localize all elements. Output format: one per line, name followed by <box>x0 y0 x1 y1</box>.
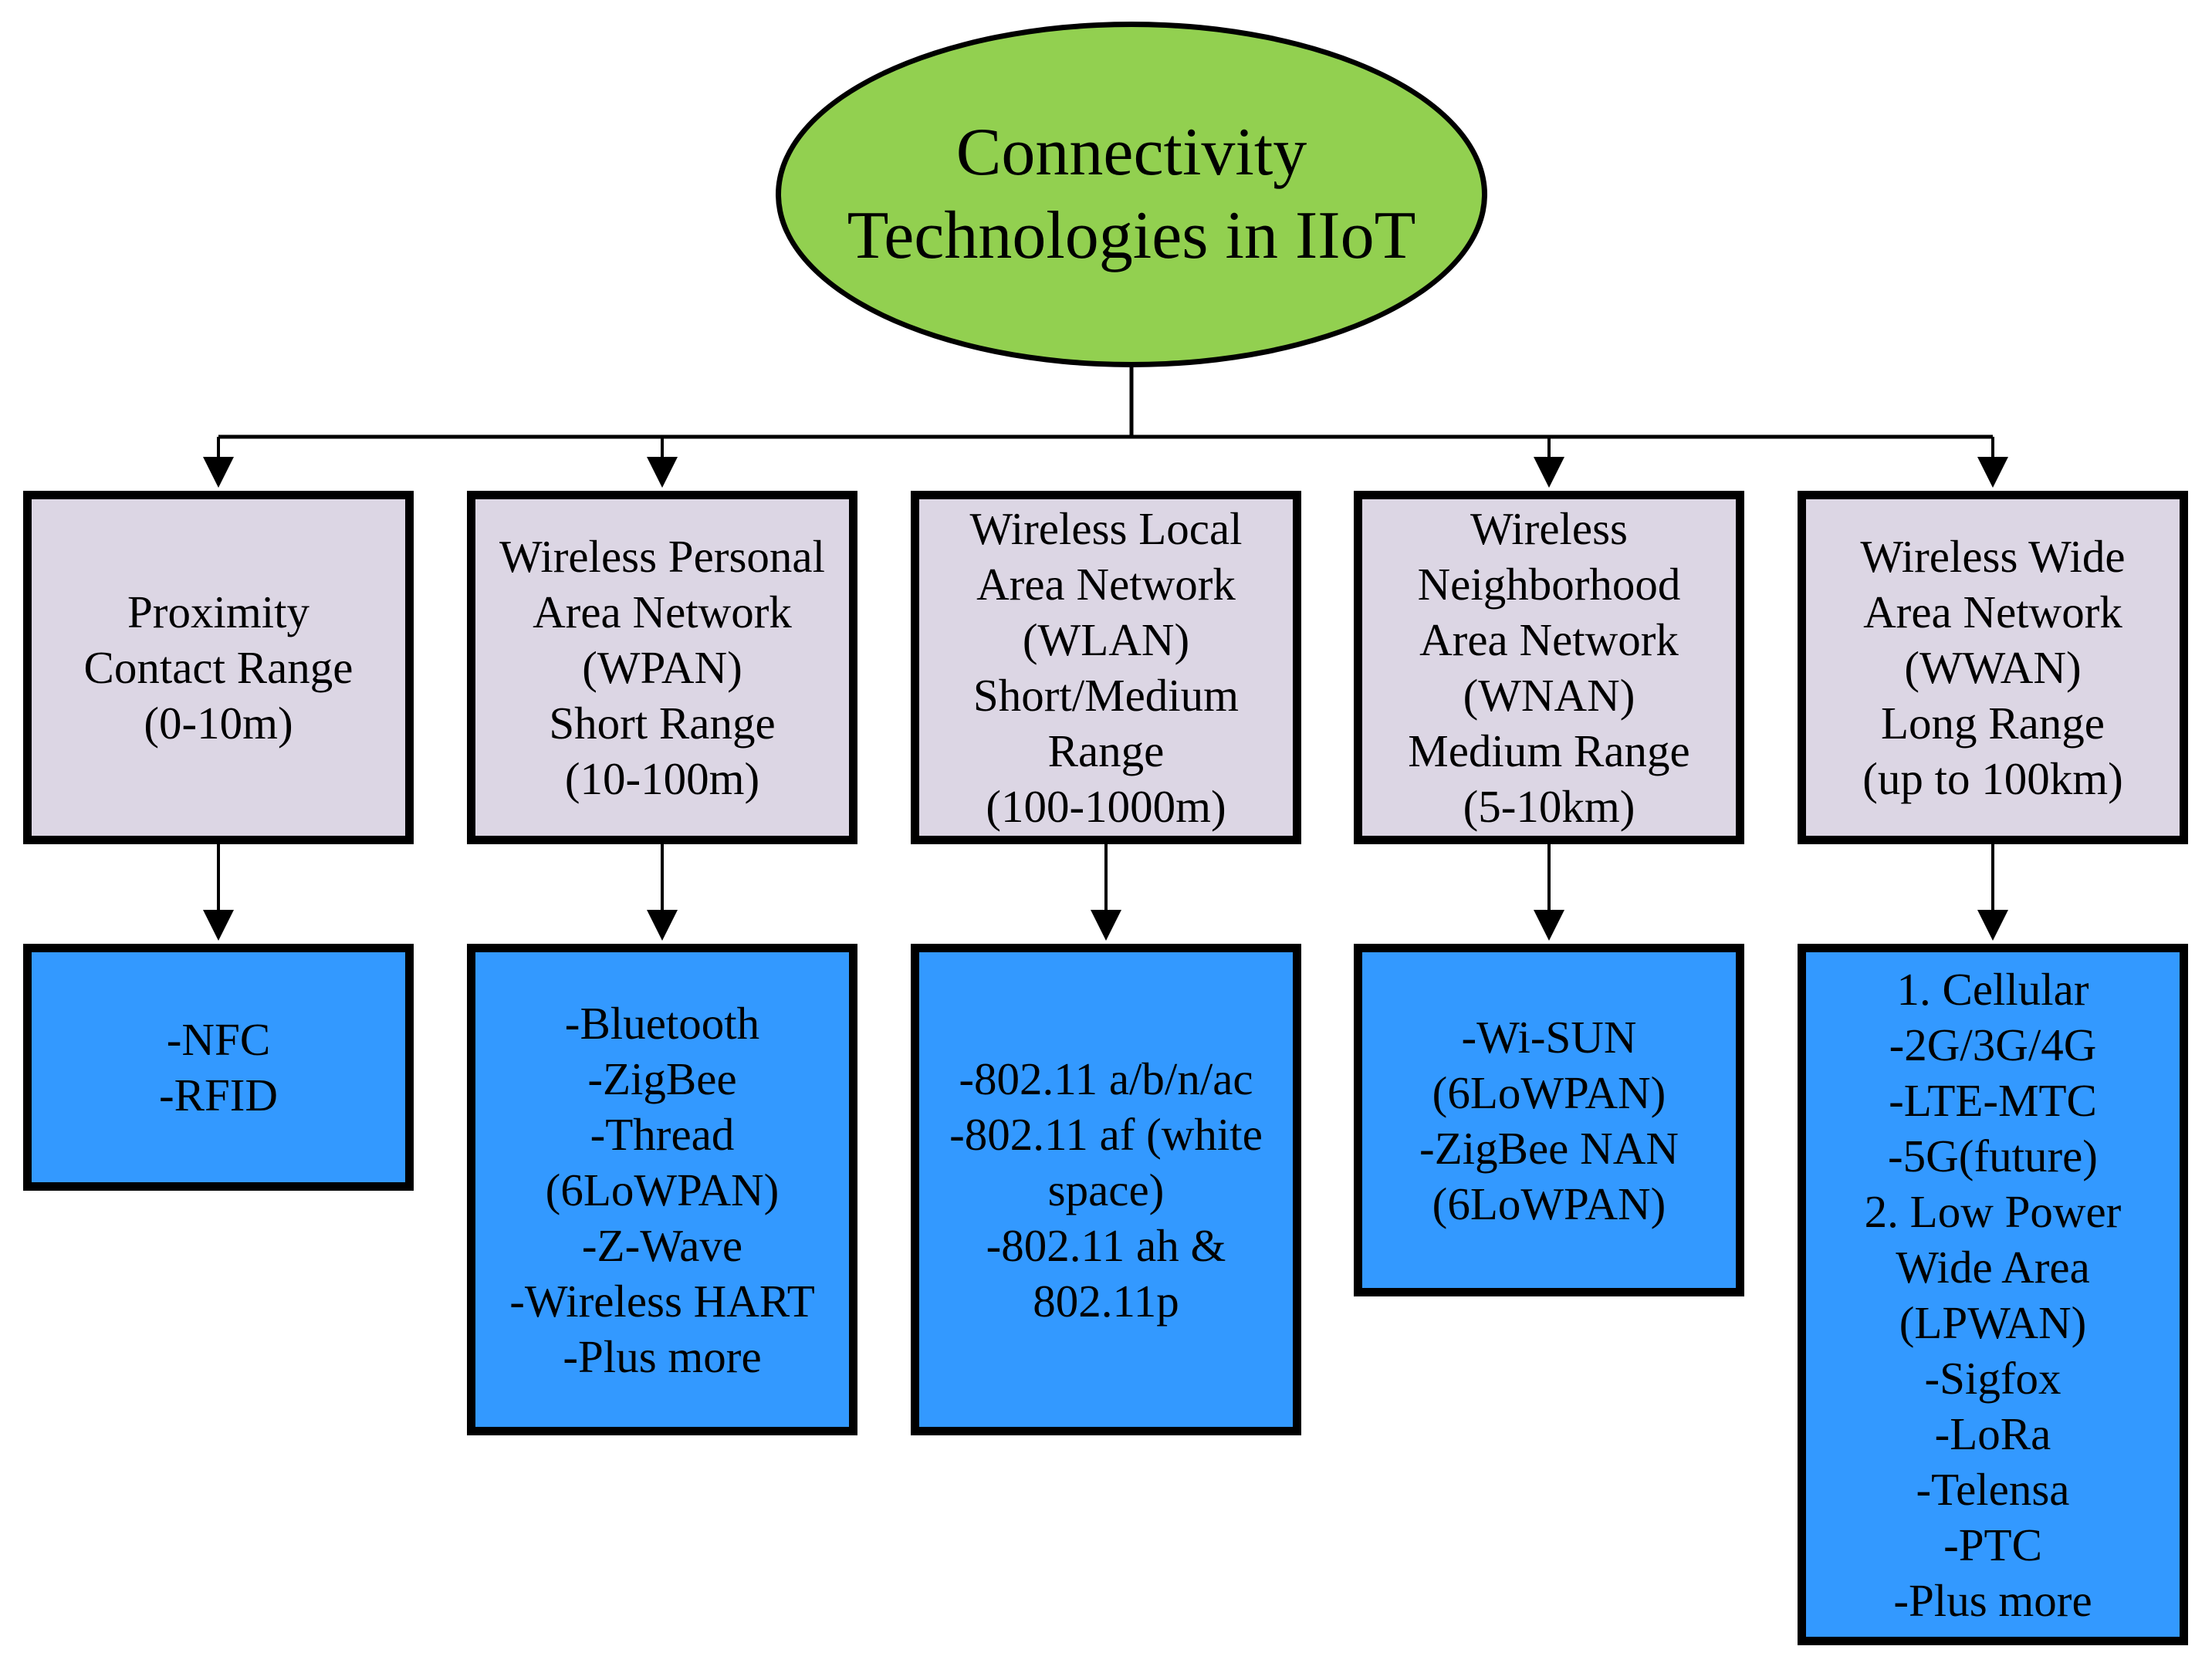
category-proximity: Proximity Contact Range (0-10m) <box>23 491 414 844</box>
root-node: Connectivity Technologies in IIoT <box>776 22 1487 367</box>
category-wnan: Wireless Neighborhood Area Network (WNAN… <box>1354 491 1744 844</box>
category-wpan: Wireless Personal Area Network (WPAN) Sh… <box>467 491 857 844</box>
technologies-wwan: 1. Cellular -2G/3G/4G -LTE-MTC -5G(futur… <box>1798 944 2188 1645</box>
technologies-proximity: -NFC -RFID <box>23 944 414 1191</box>
technologies-wnan: -Wi-SUN (6LoWPAN) -ZigBee NAN (6LoWPAN) <box>1354 944 1744 1296</box>
root-title: Connectivity Technologies in IIoT <box>847 115 1416 273</box>
technologies-wlan: -802.11 a/b/n/ac -802.11 af (white space… <box>911 944 1301 1435</box>
category-wlan: Wireless Local Area Network (WLAN) Short… <box>911 491 1301 844</box>
technologies-wpan: -Bluetooth -ZigBee -Thread (6LoWPAN) -Z-… <box>467 944 857 1435</box>
category-wwan: Wireless Wide Area Network (WWAN) Long R… <box>1798 491 2188 844</box>
